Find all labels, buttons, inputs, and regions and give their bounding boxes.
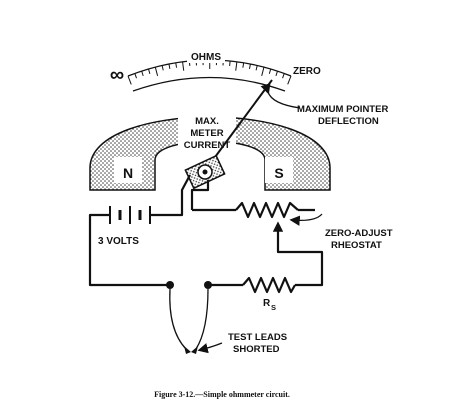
battery-symbol (109, 206, 151, 224)
scale-tick (261, 66, 265, 76)
max-current-line3: CURRENT (184, 140, 231, 151)
scale-tick (282, 73, 285, 79)
test-leads (166, 281, 212, 354)
scale-tick (134, 73, 137, 79)
scale-tick (127, 75, 132, 85)
scale-tick (161, 65, 164, 71)
rheostat-label-line1: ZERO-ADJUST (325, 228, 393, 239)
scale-tick (242, 62, 245, 68)
scale-label: OHMS (191, 52, 221, 63)
figure-caption: Figure 3-12.—Simple ohmmeter circuit. (154, 390, 290, 399)
scale-tick (235, 61, 238, 71)
south-pole-label: S (274, 165, 283, 181)
scale-tick (175, 62, 178, 68)
scale-ticks (127, 60, 292, 85)
series-resistor-label: R (263, 298, 271, 309)
scale-tick (141, 70, 144, 77)
scale-tick (248, 63, 251, 70)
scale-tick (287, 75, 292, 85)
infinity-symbol: ∞ (110, 64, 124, 86)
rheostat-symbol (235, 201, 299, 236)
meter-scale: OHMS (127, 49, 292, 92)
series-resistor-symbol (242, 276, 296, 294)
scale-tick (168, 63, 171, 70)
scale-tick (268, 68, 272, 74)
max-current-line1: MAX. (195, 116, 219, 127)
rheostat-label-line2: RHEOSTAT (331, 240, 382, 251)
north-pole-label: N (123, 165, 133, 181)
max-current-line2: METER (190, 128, 223, 139)
circuit-wires (88, 174, 324, 287)
scale-tick (255, 65, 258, 71)
scale-tick (154, 66, 159, 76)
scale-tick (148, 68, 151, 74)
test-leads-label-line2: SHORTED (233, 344, 280, 355)
battery-label: 3 VOLTS (98, 236, 139, 247)
scale-tick (182, 61, 185, 71)
test-leads-label-line1: TEST LEADS (228, 332, 287, 343)
zero-label: ZERO (293, 66, 321, 77)
moving-coil (184, 154, 226, 190)
max-deflection-line2: DEFLECTION (318, 116, 379, 127)
scale-tick (275, 70, 278, 77)
max-deflection-line1: MAXIMUM POINTER (297, 104, 388, 115)
series-resistor-subscript: S (271, 303, 276, 312)
